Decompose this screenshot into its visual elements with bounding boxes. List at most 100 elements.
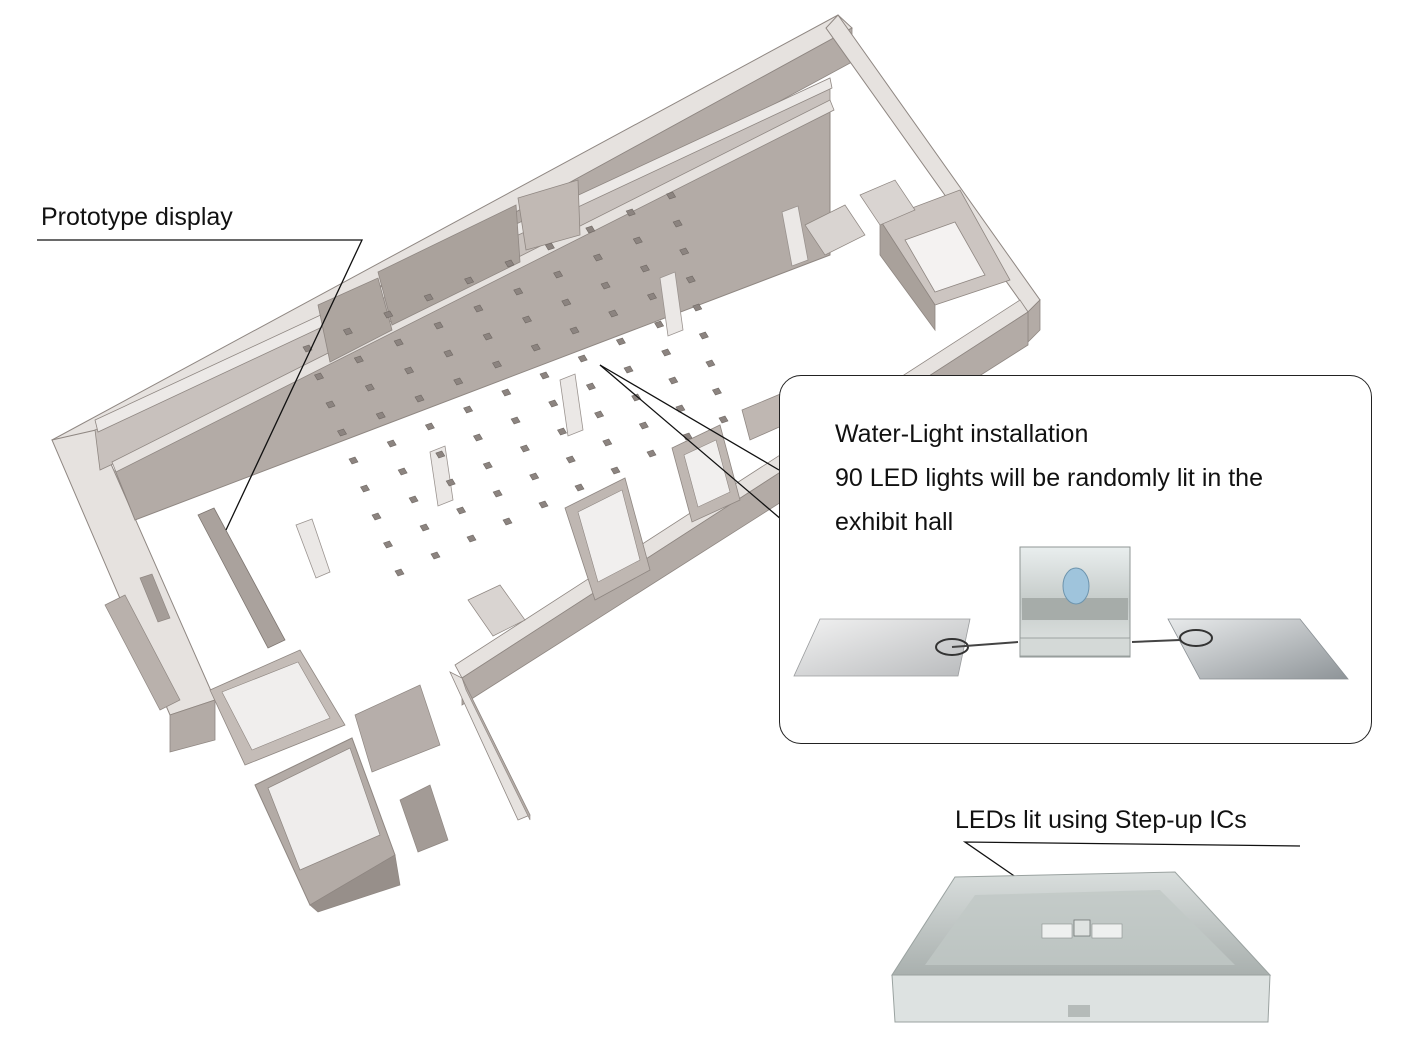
table-upper <box>804 204 866 256</box>
led-tile <box>712 387 722 396</box>
led-tile <box>424 422 435 431</box>
water-light-leader-lower <box>599 364 783 521</box>
led-tile <box>337 428 347 437</box>
led-tile <box>473 304 484 313</box>
led-tile <box>685 275 696 284</box>
led-tile <box>661 348 672 357</box>
led-tile <box>539 371 550 380</box>
led-tile <box>585 382 596 391</box>
small-room-back <box>317 277 393 363</box>
corner-room-inner <box>904 221 986 293</box>
led-tile <box>519 444 530 453</box>
led-tile <box>360 484 370 493</box>
entrance-room-face <box>309 854 401 913</box>
led-tile <box>445 478 456 487</box>
led-tile <box>314 372 324 381</box>
led-tile <box>383 540 393 549</box>
led-tile <box>638 421 649 430</box>
hall-back-wall-top <box>111 99 835 473</box>
coil-left <box>935 638 969 656</box>
lower-room-inner <box>221 661 331 751</box>
led-tile <box>585 225 596 234</box>
led-tile <box>608 309 619 318</box>
water-light-desc-line2: exhibit hall <box>835 508 954 536</box>
led-tile <box>538 500 549 509</box>
led-tile <box>654 320 665 329</box>
led-tile <box>482 332 493 341</box>
led-tile <box>510 416 521 425</box>
prototype-display-label: Prototype display <box>41 203 233 231</box>
led-plate-left <box>793 618 971 677</box>
water-light-leader-upper <box>599 364 780 471</box>
led-tile <box>430 551 441 560</box>
led-plate-right <box>1167 618 1349 680</box>
led-tile <box>443 349 454 358</box>
stepup-ic-chip <box>1073 919 1091 937</box>
led-tile <box>600 281 611 290</box>
led-tile <box>705 359 716 368</box>
led-tile <box>386 439 397 448</box>
led-tile <box>348 456 359 465</box>
led-tile <box>513 287 524 296</box>
led-tile <box>557 427 567 436</box>
led-tile <box>610 466 621 475</box>
left-post <box>139 573 171 623</box>
acrylic-pillar-4 <box>429 445 454 507</box>
stepup-label: LEDs lit using Step-up ICs <box>955 806 1247 834</box>
led-tile <box>530 343 541 352</box>
led-tile <box>544 242 555 251</box>
led-bulb-icon <box>1062 567 1090 605</box>
led-tile <box>561 298 572 307</box>
led-tile <box>394 568 405 577</box>
stepup-ic-plate-left <box>1041 923 1073 939</box>
led-tile <box>453 377 464 386</box>
led-tile <box>342 327 353 336</box>
led-tile <box>623 365 634 374</box>
water-light-callout: Water-Light installation 90 LED lights w… <box>779 375 1372 744</box>
acrylic-pillar-5 <box>295 518 331 579</box>
led-tile <box>501 388 512 397</box>
acrylic-pillar-2 <box>659 271 684 337</box>
led-tile <box>435 450 446 459</box>
outer-wall-west-face <box>169 699 216 753</box>
coil-right <box>1179 629 1213 647</box>
left-bench <box>104 594 181 711</box>
corner-room-face <box>879 218 936 332</box>
led-tile <box>666 191 677 200</box>
led-tile <box>647 292 657 301</box>
water-light-title: Water-Light installation <box>835 420 1089 448</box>
led-tile <box>718 415 729 424</box>
led-tile <box>393 338 404 347</box>
led-tile <box>548 399 559 408</box>
led-tile <box>553 270 564 279</box>
stepup-ic-plate-right <box>1091 923 1123 939</box>
pillar-block <box>517 179 581 251</box>
led-tile <box>466 534 477 543</box>
entry-wall-face <box>461 677 531 821</box>
led-tile <box>577 354 588 363</box>
led-tile <box>593 253 603 262</box>
led-tile <box>353 355 364 364</box>
led-tile <box>504 259 515 268</box>
led-tile <box>639 264 650 273</box>
front-room-1-inner <box>577 489 641 583</box>
stepup-ic-reflection <box>1068 1005 1090 1017</box>
led-tile <box>473 433 483 442</box>
led-tile <box>698 331 709 340</box>
front-room-2-inner <box>683 439 731 508</box>
corridor-stub <box>354 684 441 773</box>
led-tile <box>482 461 493 470</box>
led-tile <box>397 467 408 476</box>
led-tile <box>464 276 475 285</box>
table-lower <box>467 584 526 637</box>
led-tile <box>325 400 336 409</box>
led-tile <box>414 394 425 403</box>
led-tile <box>569 326 580 335</box>
callout-text: Water-Light installation 90 LED lights w… <box>835 412 1355 544</box>
led-cube-pcb <box>1022 598 1128 620</box>
table-right <box>859 179 916 226</box>
led-tile <box>529 472 540 481</box>
led-tile <box>419 523 430 532</box>
led-tile <box>692 303 703 312</box>
led-tile <box>492 489 503 498</box>
